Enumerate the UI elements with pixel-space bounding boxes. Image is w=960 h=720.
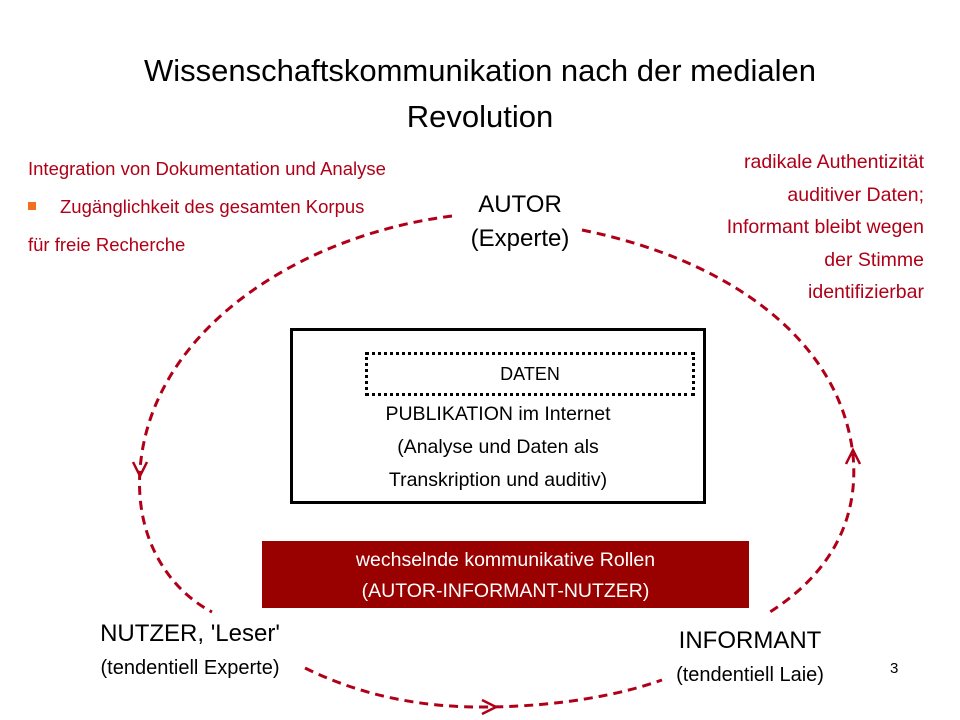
left-text-line-1: Integration von Dokumentation und Analys… [28, 158, 386, 179]
title-line-1: Wissenschaftskommunikation nach der medi… [144, 53, 816, 88]
page-number: 3 [890, 660, 899, 677]
node-autor: AUTOR (Experte) [440, 188, 600, 256]
autor-sub: (Experte) [470, 225, 570, 252]
nutzer-label: NUTZER, 'Leser' [100, 620, 280, 647]
bullet-text: Zugänglichkeit des gesamten Korpus [60, 196, 365, 217]
autor-label: AUTOR [478, 191, 562, 218]
publication-line: (Analyse und Daten als [397, 436, 599, 458]
roles-line-2: (AUTOR-INFORMANT-NUTZER) [361, 580, 650, 602]
node-informant: INFORMANT (tendentiell Laie) [640, 624, 860, 692]
right-line: radikale Authentizität [744, 151, 924, 173]
arrow-informant-to-autor [581, 228, 856, 614]
arrowhead-right [481, 698, 499, 716]
right-annotation: radikale Authentizität auditiver Daten; … [727, 146, 924, 309]
informant-sub: (tendentiell Laie) [676, 664, 824, 686]
arrow-autor-to-nutzer [138, 214, 453, 614]
bullet-square-icon [28, 202, 36, 210]
title-line-2: Revolution [406, 99, 554, 134]
roles-line-1: wechselnde kommunikative Rollen [355, 549, 656, 571]
slide-title: Wissenschaftskommunikation nach der medi… [60, 48, 900, 140]
arrowhead-up [844, 447, 862, 465]
nutzer-sub: (tendentiell Experte) [100, 657, 280, 679]
publication-line: Transkription und auditiv) [388, 469, 608, 491]
publication-line: PUBLIKATION im Internet [385, 403, 611, 425]
left-bullet: Zugänglichkeit des gesamten Korpus [28, 188, 453, 226]
arrow-nutzer-to-informant [304, 666, 663, 709]
node-nutzer: NUTZER, 'Leser' (tendentiell Experte) [60, 617, 320, 685]
right-line: identifizierbar [808, 281, 924, 303]
left-text-line-3: für freie Recherche [28, 234, 186, 255]
publication-text: PUBLIKATION im Internet (Analyse und Dat… [293, 398, 703, 497]
arrowhead-down [131, 461, 149, 479]
informant-label: INFORMANT [678, 627, 822, 654]
roles-box: wechselnde kommunikative Rollen (AUTOR-I… [262, 541, 749, 608]
right-line: auditiver Daten; [787, 183, 924, 206]
publication-box [290, 328, 706, 504]
right-line: der Stimme [824, 248, 924, 271]
data-box: DATEN [365, 352, 695, 396]
right-line: Informant bleibt wegen [726, 216, 924, 238]
